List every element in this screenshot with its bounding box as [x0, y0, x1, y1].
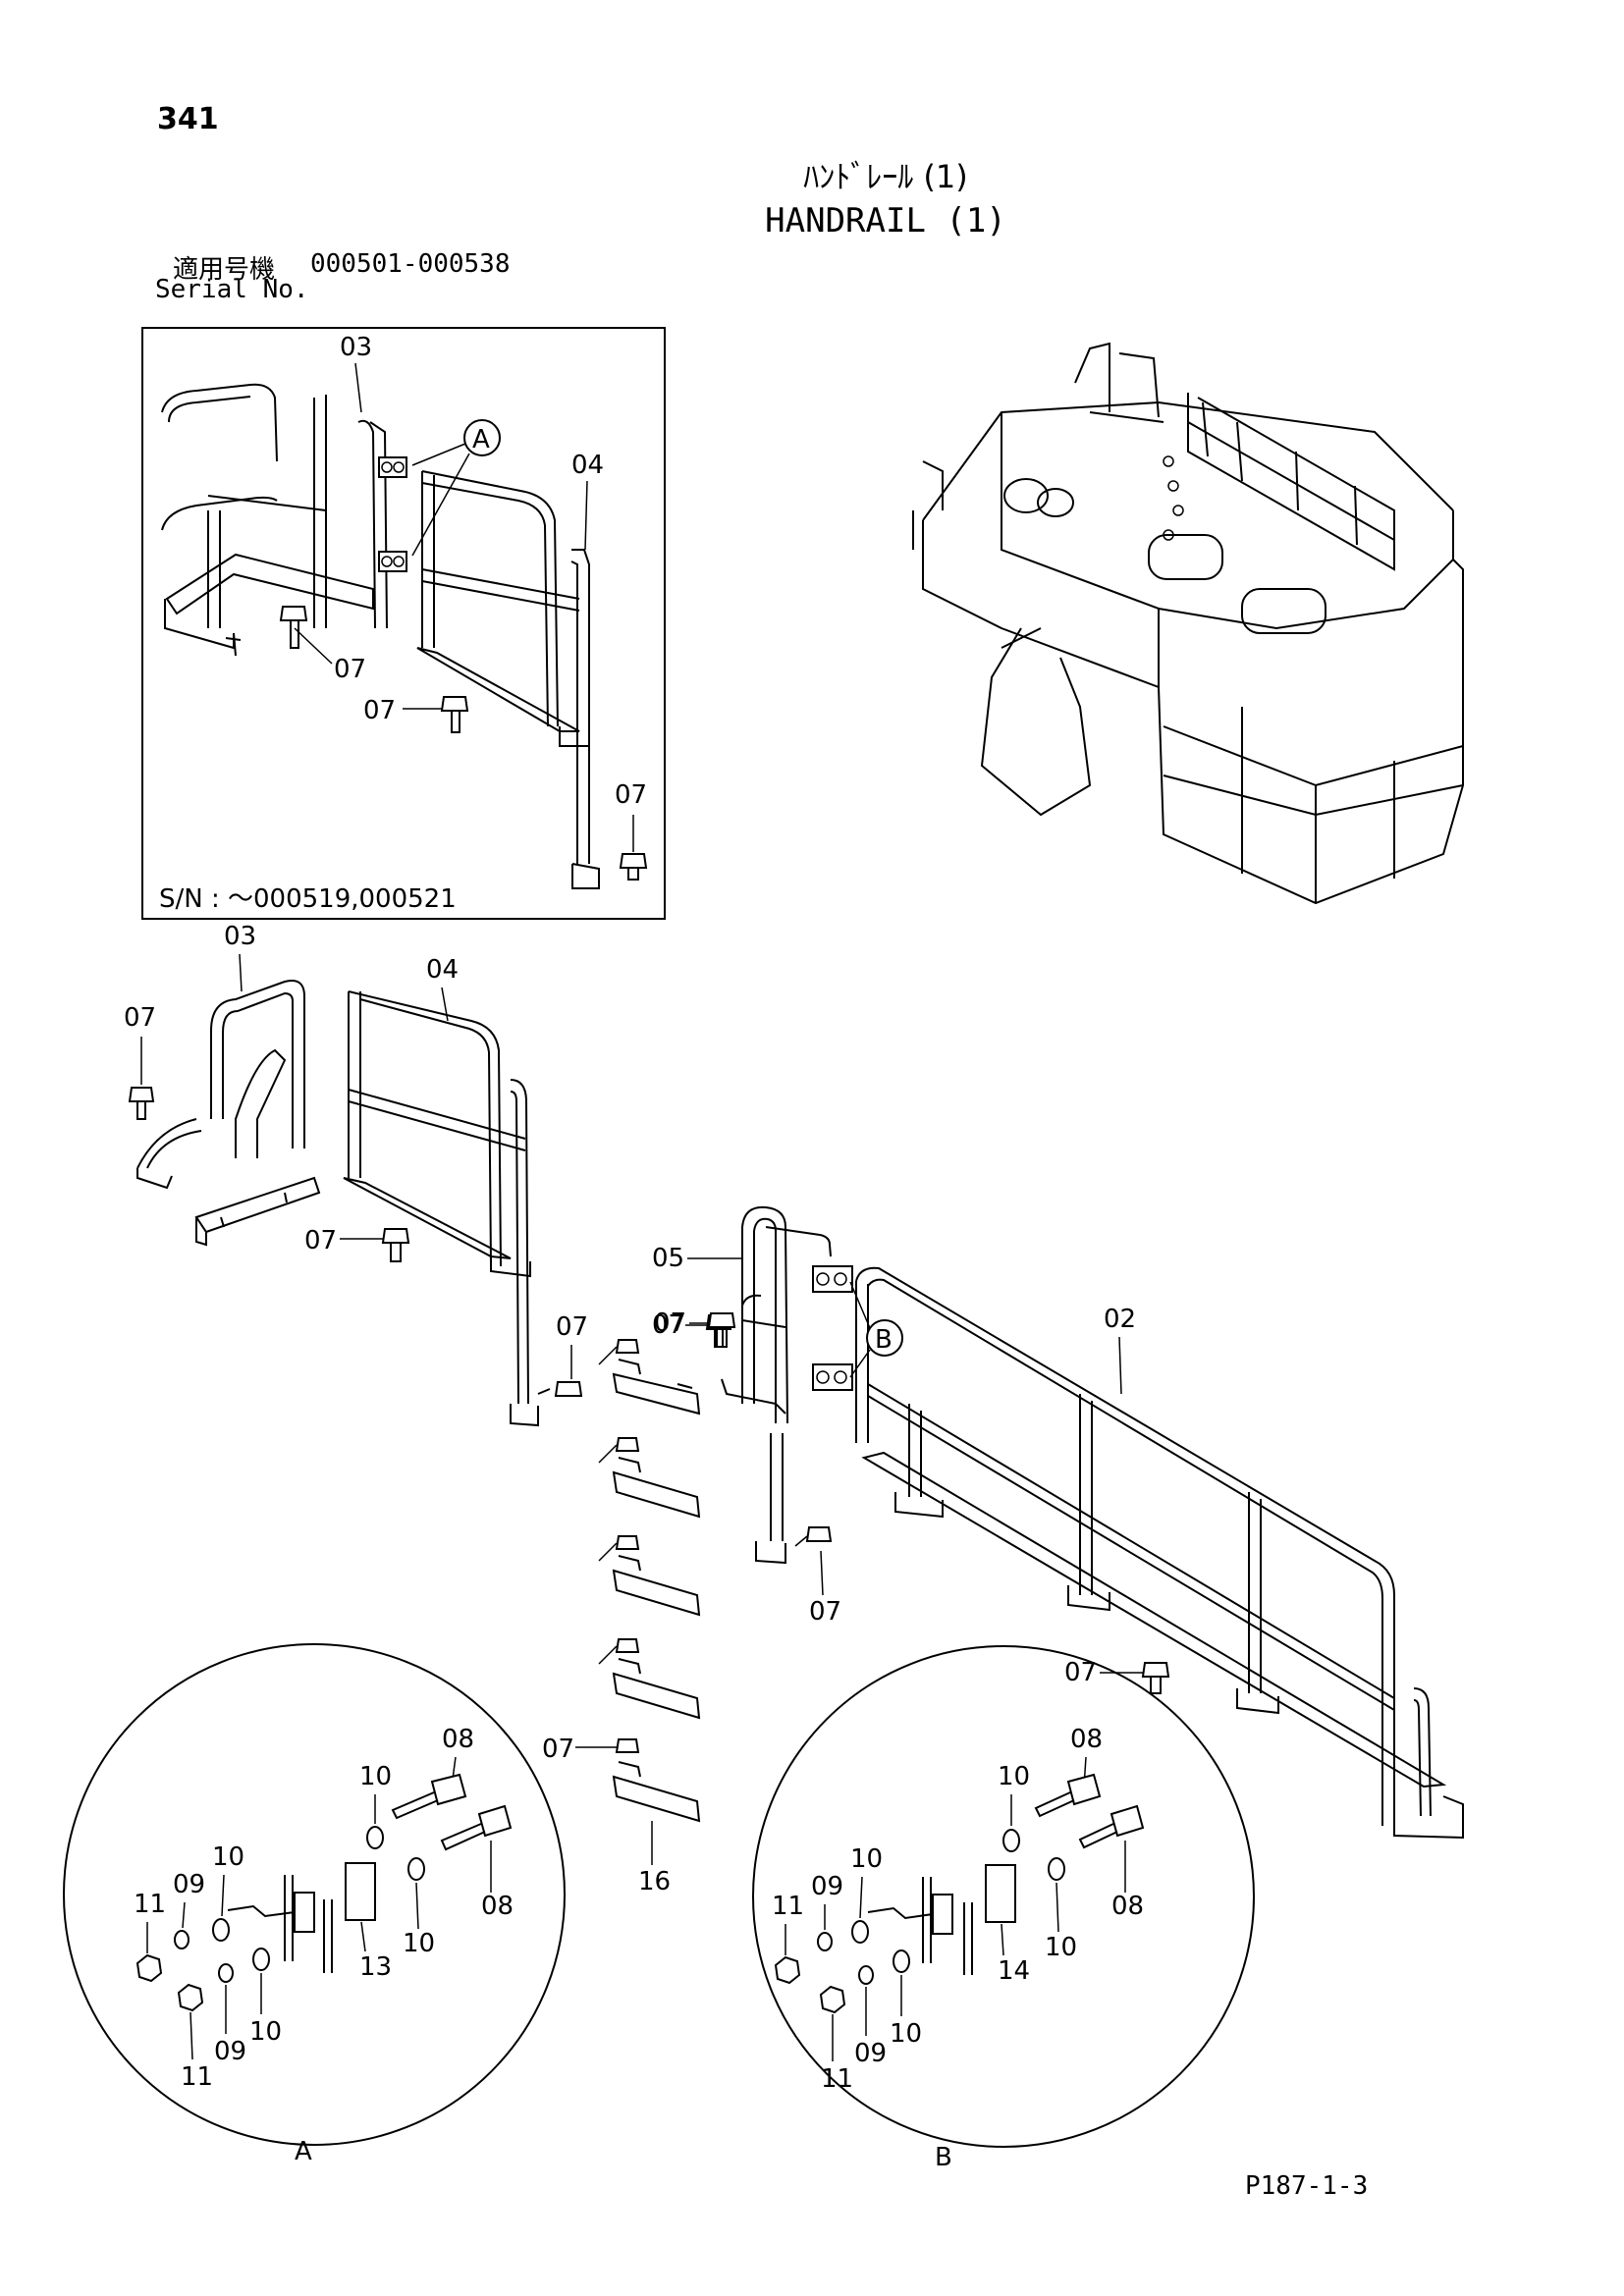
label-08-b-bottom: 08 [1111, 1892, 1144, 1921]
machine-overview [912, 342, 1464, 905]
bracket-column-16: 07 07 16 [542, 1310, 732, 1896]
bolt-07-left: 07 [124, 1003, 156, 1120]
small-bolts [598, 1339, 640, 1753]
label-08-b-top: 08 [1070, 1725, 1103, 1754]
inset-handrail-04 [416, 470, 600, 889]
label-10-b-right: 10 [1045, 1933, 1077, 1962]
bolt-07-mid: 07 [304, 1226, 410, 1262]
handrail-03: 03 07 [124, 922, 321, 1247]
callout-b: B [849, 1281, 903, 1378]
label-09-b-top: 09 [811, 1872, 843, 1901]
page-number: 341 [157, 102, 219, 136]
label-08-a-bottom: 08 [481, 1892, 514, 1921]
label-10-a-left: 10 [212, 1842, 244, 1872]
label-07-column-bottom: 07 [542, 1735, 574, 1764]
label-11-b-top: 11 [772, 1892, 804, 1921]
detail-b-label: B [935, 2143, 952, 2172]
bracket-b-lower [812, 1363, 853, 1391]
label-13: 13 [359, 1952, 392, 1982]
document-code: P187-1-3 [1245, 2171, 1369, 2201]
title-english: HANDRAIL (1) [765, 201, 1006, 240]
bolt-07-02: 07 [1064, 1658, 1170, 1694]
inset-bolt-07c: 07 [615, 780, 648, 881]
label-04-inset: 04 [571, 451, 604, 480]
callout-b-label: B [875, 1325, 893, 1355]
label-09-b-bottom: 09 [854, 2039, 887, 2068]
bolt-07-column-bottom: 07 [542, 1735, 617, 1764]
handrail-05: 05 07 07 [652, 1205, 841, 1627]
label-05: 05 [652, 1244, 684, 1273]
callout-a-label-inset: A [472, 425, 490, 454]
inset-bolt-07a: 07 [279, 606, 366, 684]
label-11-b-bottom: 11 [821, 2064, 853, 2094]
inset-handrail-03 [161, 383, 388, 657]
label-11-a-top: 11 [134, 1890, 166, 1919]
label-14: 14 [998, 1956, 1030, 1986]
bolt-08-a1 [391, 1773, 467, 1820]
bolt-08-b2 [1078, 1804, 1145, 1849]
bolt-07-05: 07 [654, 1308, 736, 1348]
label-07-05bottom: 07 [809, 1597, 841, 1627]
label-16: 16 [638, 1867, 671, 1896]
inset-brackets [378, 456, 407, 572]
inset-serial-note: S/N : ～000519,000521 [159, 884, 457, 914]
label-08-a-top: 08 [442, 1725, 474, 1754]
bolt-07-04bottom: 07 [537, 1312, 588, 1397]
handrail-04: 04 07 07 [304, 955, 588, 1427]
label-10-a-bottom: 10 [249, 2017, 282, 2047]
label-07-column-top: 07 [652, 1310, 684, 1340]
label-10-a-right: 10 [403, 1929, 435, 1958]
detail-b: B 08 08 10 10 14 10 09 11 [752, 1645, 1255, 2172]
handrail-02: 02 B 07 [812, 1265, 1464, 1840]
inset-callout-a: A [411, 419, 501, 557]
bolt-08-a2 [440, 1804, 513, 1851]
bolt-08-b1 [1034, 1773, 1102, 1818]
serial-range: 000501-000538 [310, 249, 511, 279]
inset-panel: S/N : ～000519,000521 [141, 327, 666, 920]
label-04: 04 [426, 955, 459, 985]
title-japanese: ﾊﾝﾄﾞﾚｰﾙ (1) [803, 158, 968, 195]
label-10-b-left: 10 [850, 1844, 883, 1874]
label-11-a-bottom: 11 [181, 2062, 213, 2092]
bolt-07-05bottom: 07 [794, 1526, 841, 1627]
label-07-inset-c: 07 [615, 780, 647, 810]
detail-a-label: A [295, 2137, 312, 2166]
serial-label-english: Serial No. [155, 275, 309, 304]
inset-bolt-07b: 07 [363, 696, 469, 733]
serial-label-japanese: 適用号機 [173, 255, 276, 285]
label-03: 03 [224, 922, 256, 951]
label-07-04bottom: 07 [556, 1312, 588, 1342]
label-10-b-top: 10 [998, 1762, 1030, 1791]
bracket-b-upper [812, 1265, 853, 1293]
label-07-inset-b: 07 [363, 696, 396, 725]
label-09-a-bottom: 09 [214, 2037, 246, 2066]
label-07-inset-a: 07 [334, 655, 366, 684]
label-10-a-top: 10 [359, 1762, 392, 1791]
label-07-05: 07 [654, 1308, 686, 1338]
label-07-mid: 07 [304, 1226, 337, 1255]
label-10-b-bottom: 10 [890, 2019, 922, 2049]
label-09-a-top: 09 [173, 1870, 205, 1899]
label-03-inset: 03 [340, 333, 372, 362]
detail-a: A 08 08 10 10 13 10 09 11 [63, 1643, 566, 2166]
label-07-left: 07 [124, 1003, 156, 1033]
label-02: 02 [1104, 1305, 1136, 1334]
